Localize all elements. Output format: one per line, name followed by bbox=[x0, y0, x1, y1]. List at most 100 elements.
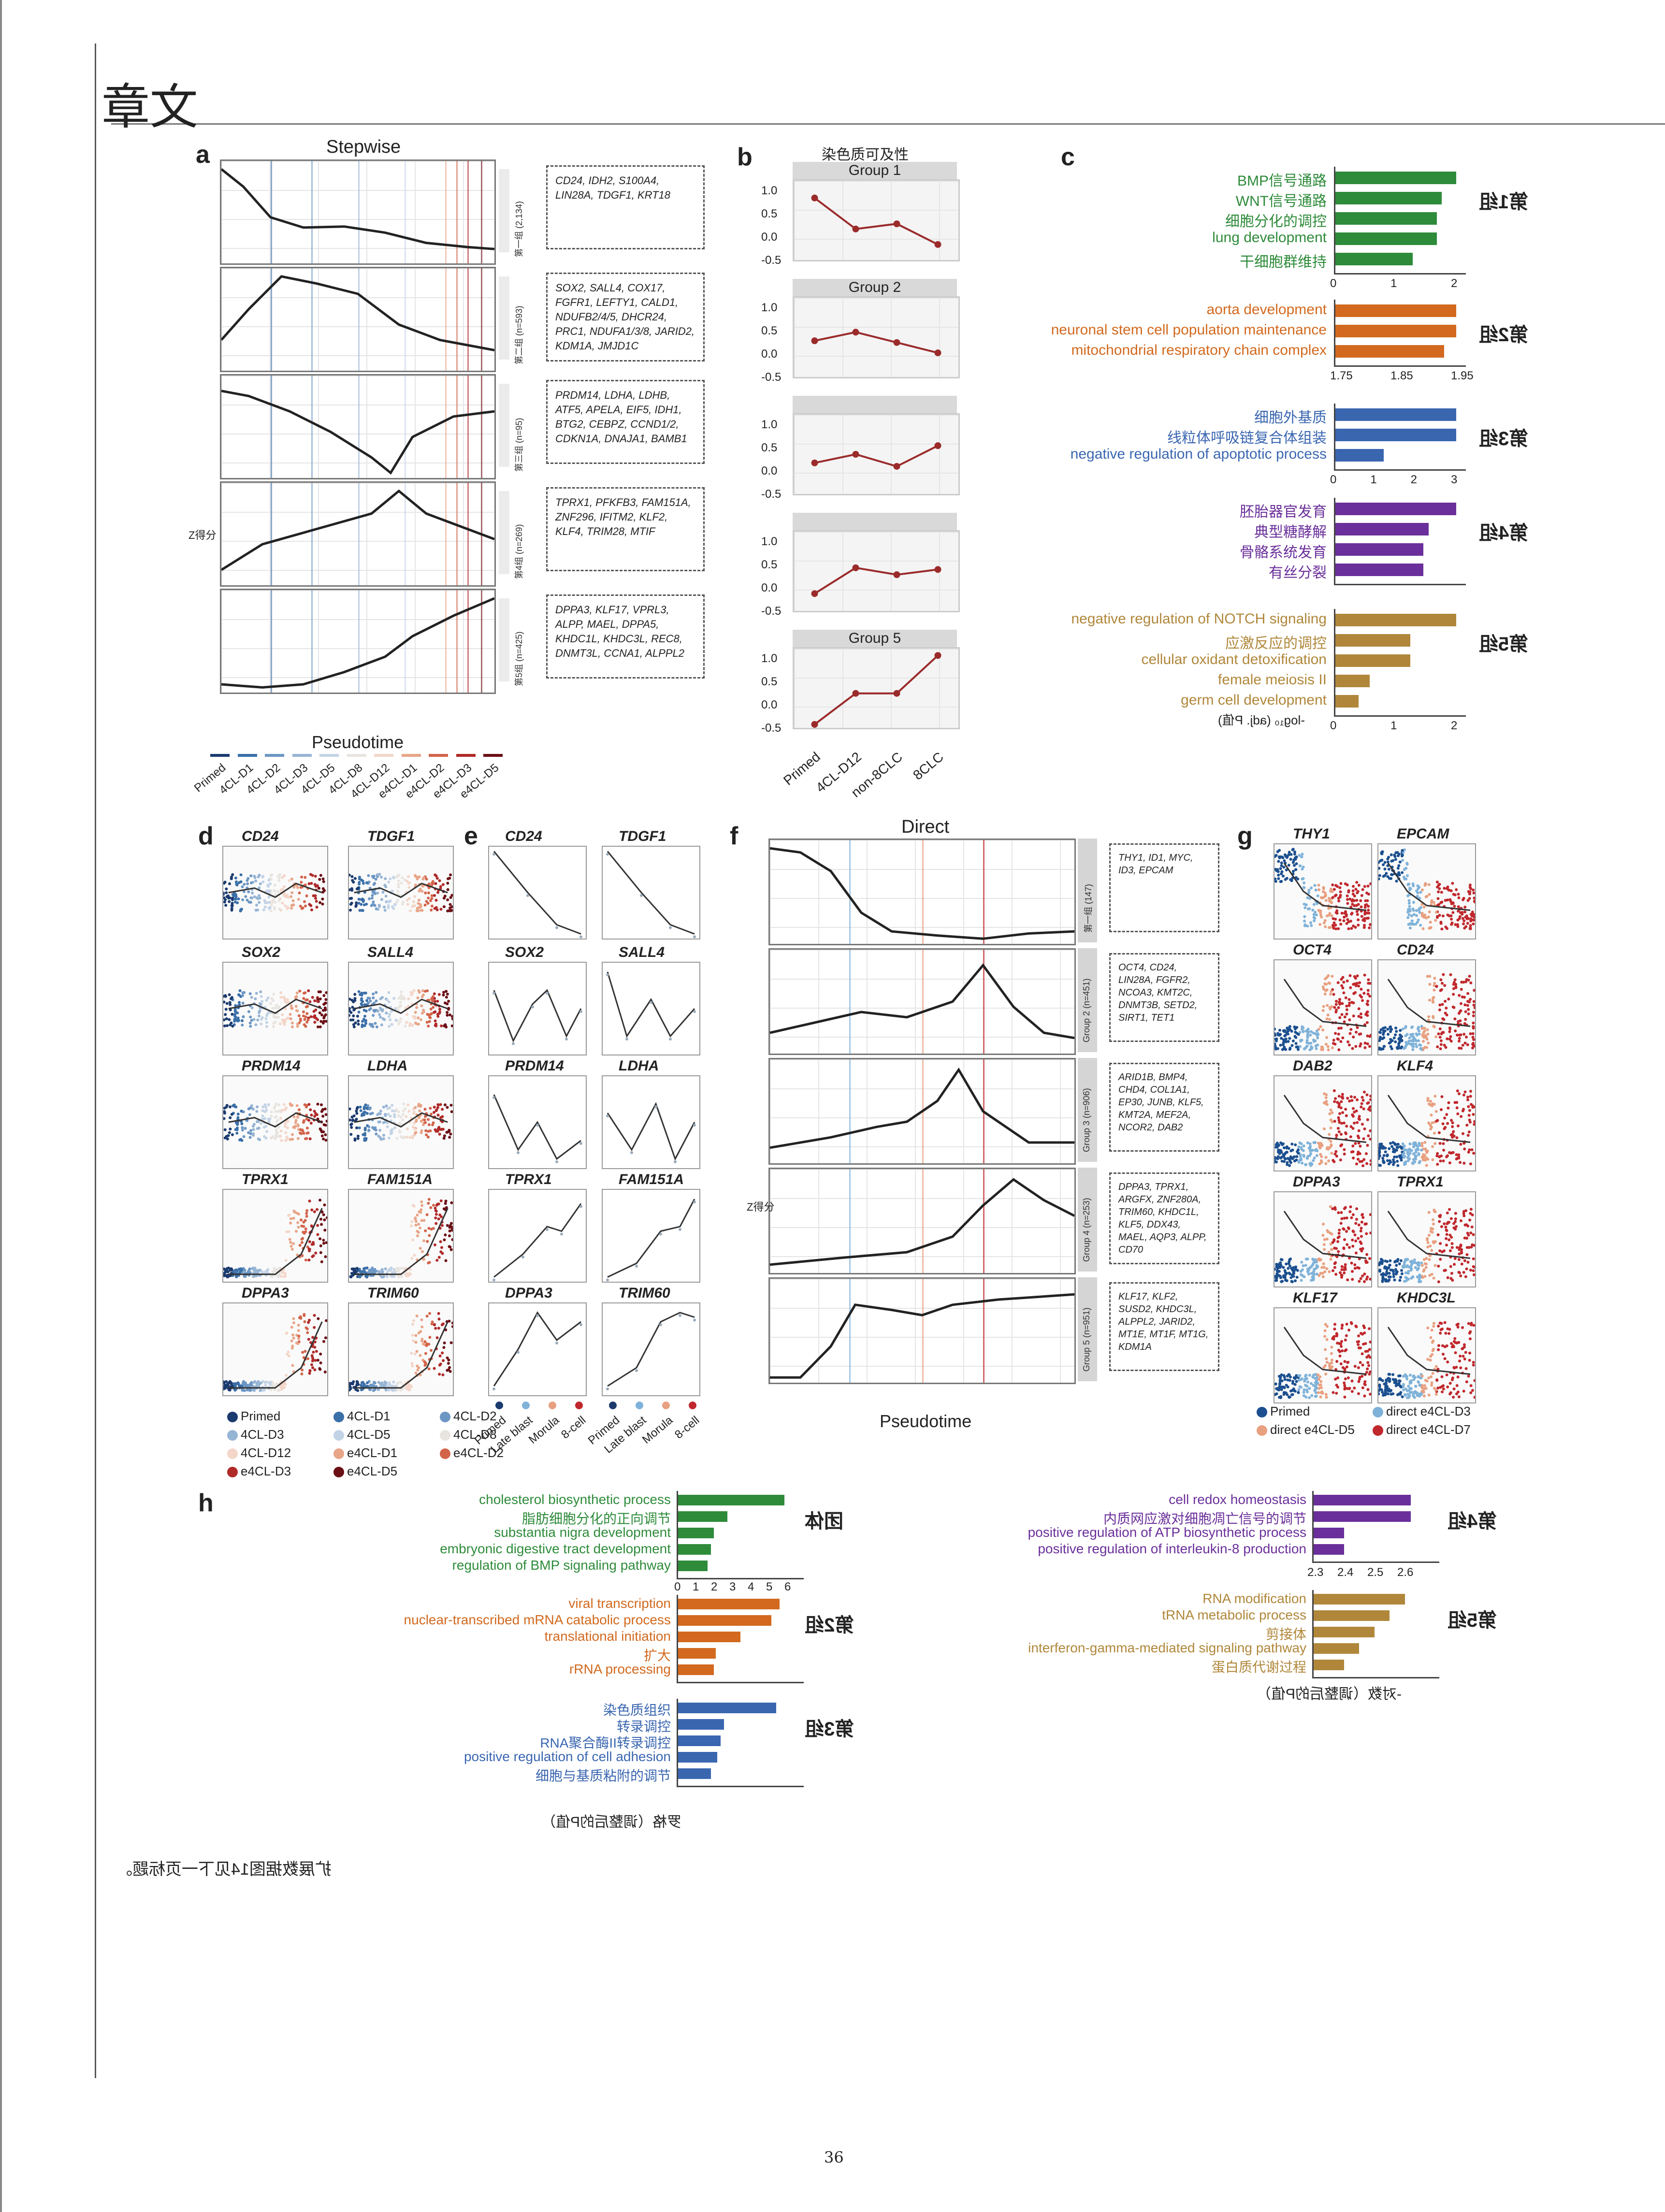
cell-point bbox=[1472, 1038, 1475, 1041]
cell-point bbox=[283, 1023, 286, 1026]
cell-point bbox=[415, 1315, 419, 1317]
cell-point bbox=[1379, 1037, 1383, 1041]
cell-point bbox=[371, 1266, 374, 1270]
cell-point bbox=[261, 1000, 264, 1003]
cell-point bbox=[1285, 1272, 1289, 1275]
cell-point bbox=[1317, 1391, 1320, 1394]
cell-point bbox=[318, 1011, 321, 1014]
cell-point bbox=[252, 1108, 255, 1111]
panel-g-trajectory bbox=[1283, 1211, 1367, 1259]
cell-point bbox=[1361, 1374, 1364, 1378]
cell-point bbox=[369, 1007, 372, 1010]
cell-point bbox=[351, 1006, 354, 1009]
cell-point bbox=[1323, 1248, 1326, 1251]
cell-point bbox=[1460, 1047, 1463, 1050]
cell-point bbox=[433, 1011, 436, 1014]
panel-g-gene-title: KLF17 bbox=[1293, 1290, 1337, 1306]
cell-point bbox=[375, 991, 378, 994]
cell-point bbox=[1439, 1214, 1442, 1217]
cell-point bbox=[307, 882, 311, 885]
cell-point bbox=[1382, 1272, 1385, 1275]
cell-point bbox=[1466, 1134, 1470, 1137]
cell-point bbox=[290, 1007, 294, 1010]
cell-point bbox=[297, 1337, 300, 1340]
cell-point bbox=[313, 1314, 316, 1317]
cell-point bbox=[1448, 1208, 1451, 1211]
panel-e-label: e bbox=[464, 822, 478, 850]
cell-point bbox=[291, 1364, 294, 1367]
cell-point bbox=[1344, 1349, 1347, 1352]
cell-point bbox=[1425, 1156, 1428, 1159]
cell-point bbox=[1444, 1012, 1447, 1015]
cell-point bbox=[418, 875, 421, 879]
cell-point bbox=[256, 1018, 260, 1022]
sample-point bbox=[579, 1142, 582, 1145]
panel-b-ytick: 0.5 bbox=[761, 207, 778, 220]
cell-point bbox=[1333, 1323, 1336, 1326]
cell-point bbox=[1296, 1269, 1299, 1272]
panel-c-axis bbox=[1334, 498, 1466, 585]
cell-point bbox=[1412, 909, 1415, 912]
cell-point bbox=[1404, 1041, 1408, 1044]
cell-point bbox=[1337, 1006, 1340, 1009]
cell-point bbox=[316, 1208, 319, 1211]
cell-point bbox=[1397, 1046, 1400, 1050]
cell-point bbox=[1335, 1155, 1338, 1158]
cell-point bbox=[1361, 1274, 1364, 1278]
cell-point bbox=[271, 1270, 275, 1273]
panel-a-row-5 bbox=[220, 589, 496, 694]
cell-point bbox=[1441, 1031, 1444, 1034]
cell-point bbox=[1337, 896, 1340, 900]
stage-line bbox=[445, 590, 447, 693]
cell-point bbox=[228, 1001, 232, 1004]
cell-point bbox=[277, 1103, 281, 1107]
cell-point bbox=[1303, 1377, 1307, 1381]
cell-point bbox=[386, 1270, 390, 1273]
cell-point bbox=[292, 903, 295, 907]
cell-point bbox=[301, 1254, 304, 1258]
cell-point bbox=[260, 995, 263, 998]
cell-point bbox=[239, 873, 243, 877]
panel-b-point bbox=[934, 566, 941, 573]
cell-point bbox=[354, 1388, 358, 1391]
cell-point bbox=[418, 1109, 421, 1113]
cell-point bbox=[1308, 1396, 1311, 1399]
cell-point bbox=[1363, 1041, 1367, 1045]
cell-point bbox=[290, 1104, 293, 1107]
cell-point bbox=[1292, 858, 1296, 862]
cell-point bbox=[401, 876, 404, 880]
cell-point bbox=[225, 1002, 229, 1005]
cell-point bbox=[1292, 1387, 1295, 1390]
cell-point bbox=[1469, 1090, 1472, 1093]
cell-point bbox=[1426, 1099, 1430, 1102]
legend-dot bbox=[440, 1448, 450, 1460]
cell-point bbox=[1277, 855, 1281, 858]
cell-point bbox=[1361, 1099, 1365, 1102]
cell-point bbox=[1330, 1248, 1333, 1251]
cell-point bbox=[1357, 1392, 1360, 1395]
cell-point bbox=[1278, 1028, 1281, 1032]
panel-c-xtick: 3 bbox=[1451, 473, 1458, 486]
cell-point bbox=[1366, 1144, 1369, 1147]
legend-dot bbox=[440, 1430, 450, 1441]
cell-point bbox=[450, 894, 453, 897]
cell-point bbox=[362, 882, 365, 885]
sample-point bbox=[492, 1278, 495, 1282]
cell-point bbox=[375, 1132, 378, 1136]
cell-point bbox=[412, 1319, 415, 1322]
cell-point bbox=[300, 875, 304, 879]
panel-b-ytick: 1.0 bbox=[761, 418, 778, 431]
panel-b-svg bbox=[811, 652, 941, 728]
cell-point bbox=[1337, 1235, 1341, 1238]
cell-point bbox=[1412, 1141, 1416, 1144]
cell-point bbox=[258, 1383, 261, 1386]
cell-point bbox=[1361, 888, 1364, 891]
cell-point bbox=[1461, 995, 1464, 998]
cell-point bbox=[291, 1333, 295, 1337]
cell-point bbox=[1428, 998, 1431, 1002]
cell-point bbox=[1353, 1121, 1356, 1125]
cell-point bbox=[349, 1107, 351, 1111]
cell-point bbox=[255, 1382, 259, 1386]
cell-point bbox=[356, 1134, 360, 1138]
stage-line bbox=[445, 161, 447, 263]
